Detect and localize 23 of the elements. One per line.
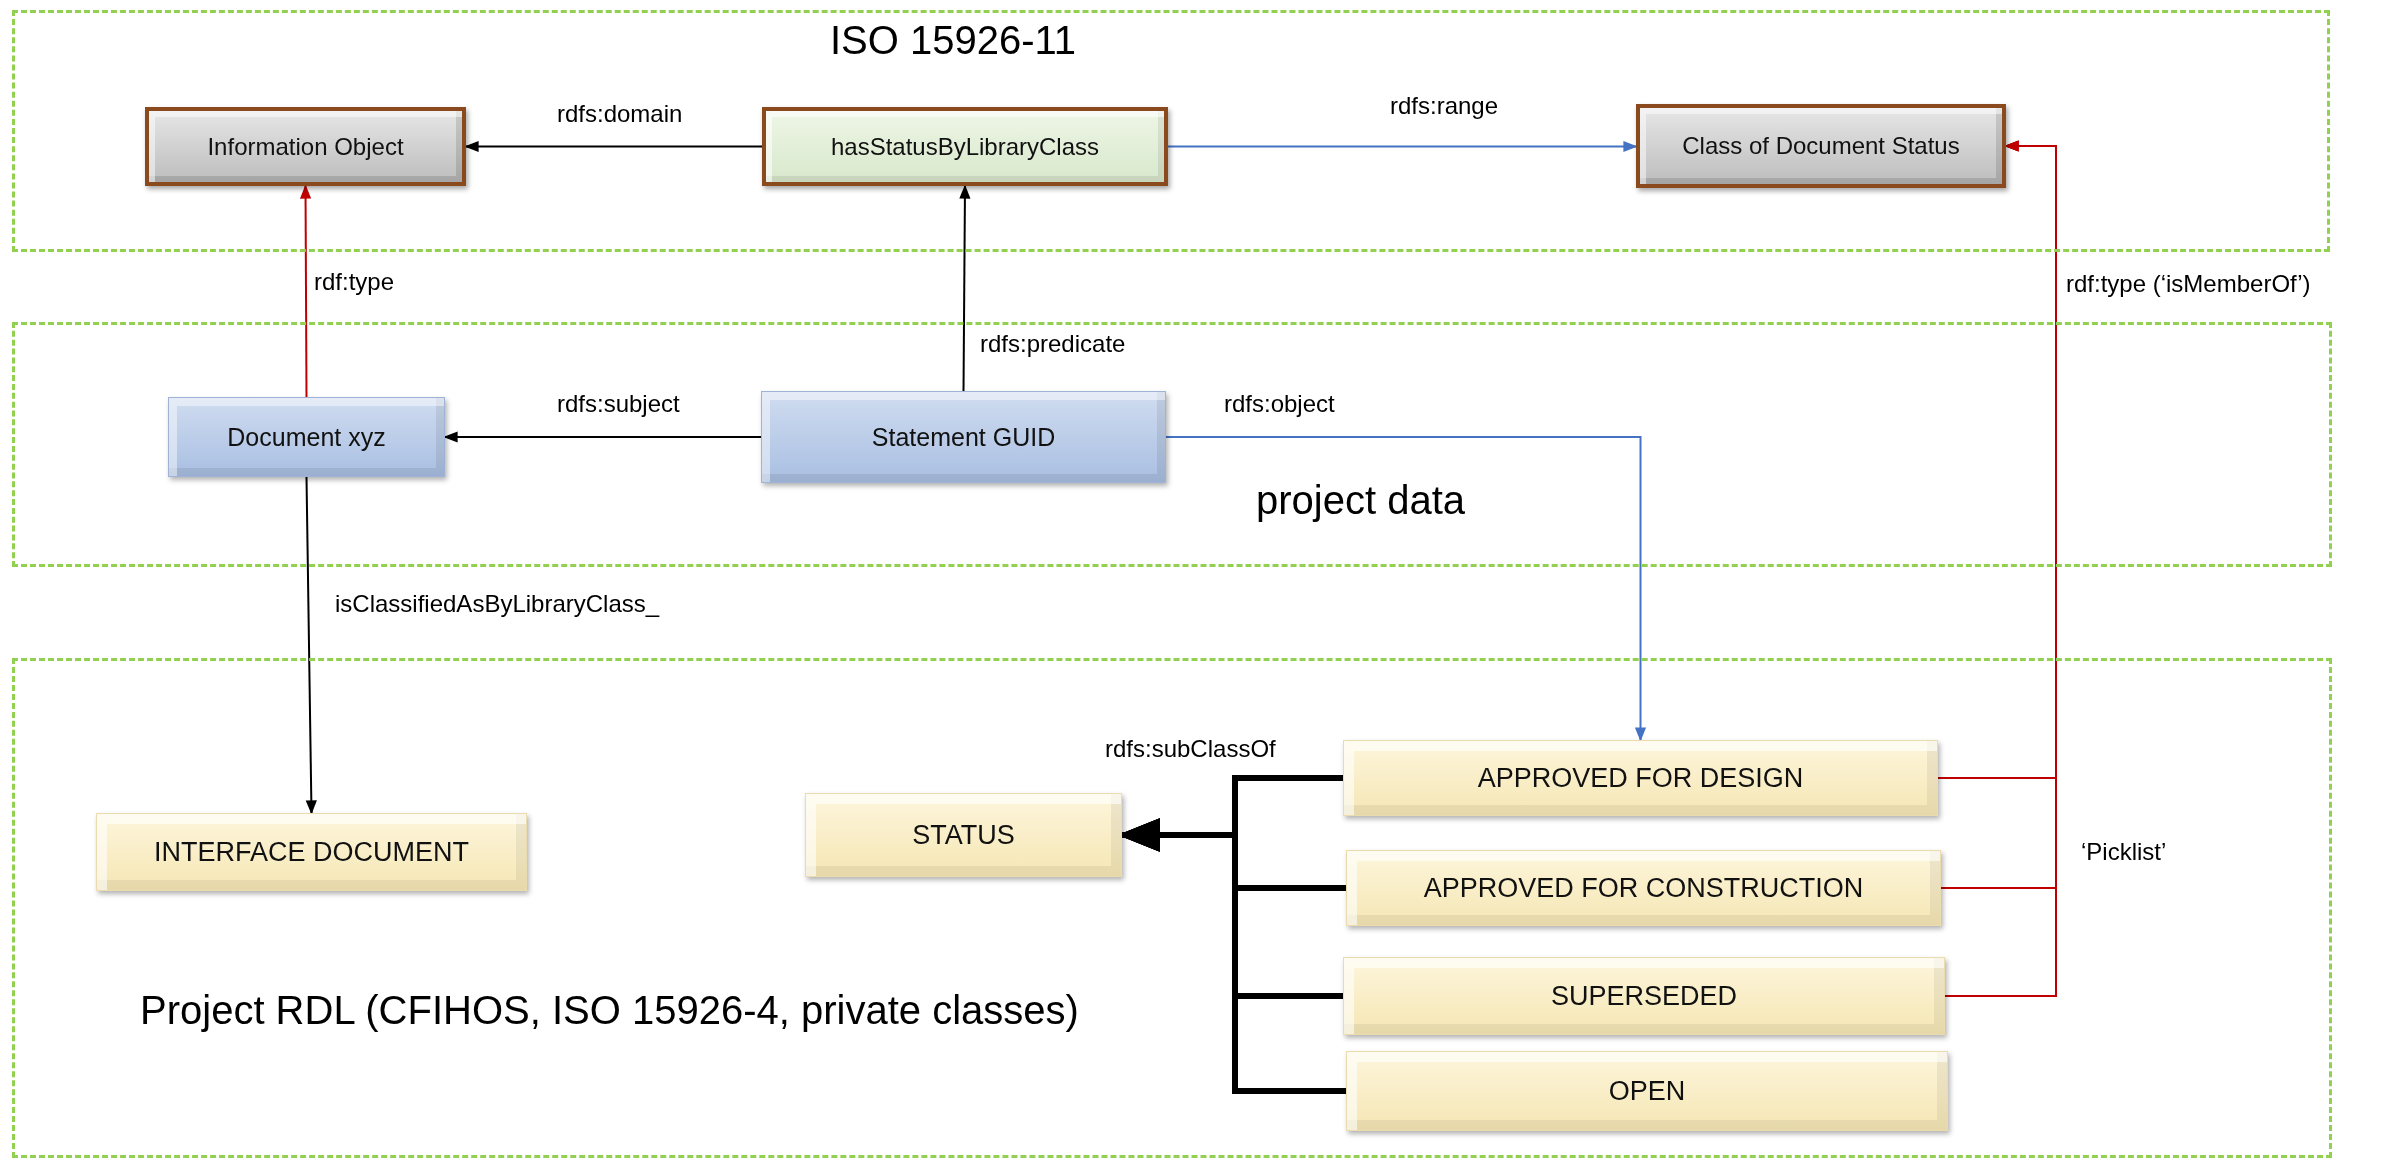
dashed-group-frame (12, 10, 2330, 252)
group-heading: project data (1256, 478, 1466, 522)
arrow (443, 431, 762, 443)
arrow (299, 184, 312, 398)
arrow (305, 476, 317, 815)
class-box: SUPERSEDED (1343, 957, 1945, 1035)
class-box: Class of Document Status (1636, 104, 2006, 188)
class-box: STATUS (805, 793, 1122, 877)
instance-box: Statement GUID (761, 391, 1166, 483)
class-box: INTERFACE DOCUMENT (96, 813, 527, 891)
property-box: hasStatusByLibraryClass (762, 107, 1168, 186)
arrow (1167, 140, 1638, 153)
class-box: APPROVED FOR DESIGN (1343, 740, 1938, 816)
class-box: OPEN (1346, 1051, 1948, 1131)
group-heading: ISO 15926-11 (830, 18, 1077, 62)
group-heading: Project RDL (CFIHOS, ISO 15926-4, private classes) (140, 988, 1079, 1032)
class-box: APPROVED FOR CONSTRUCTION (1346, 850, 1941, 926)
arrow (1165, 436, 1647, 742)
arrow (959, 184, 971, 392)
class-box: Information Object (145, 107, 466, 186)
arrow (1944, 140, 2057, 997)
instance-box: Document xyz (168, 397, 445, 477)
dashed-group-frame (12, 658, 2332, 1158)
